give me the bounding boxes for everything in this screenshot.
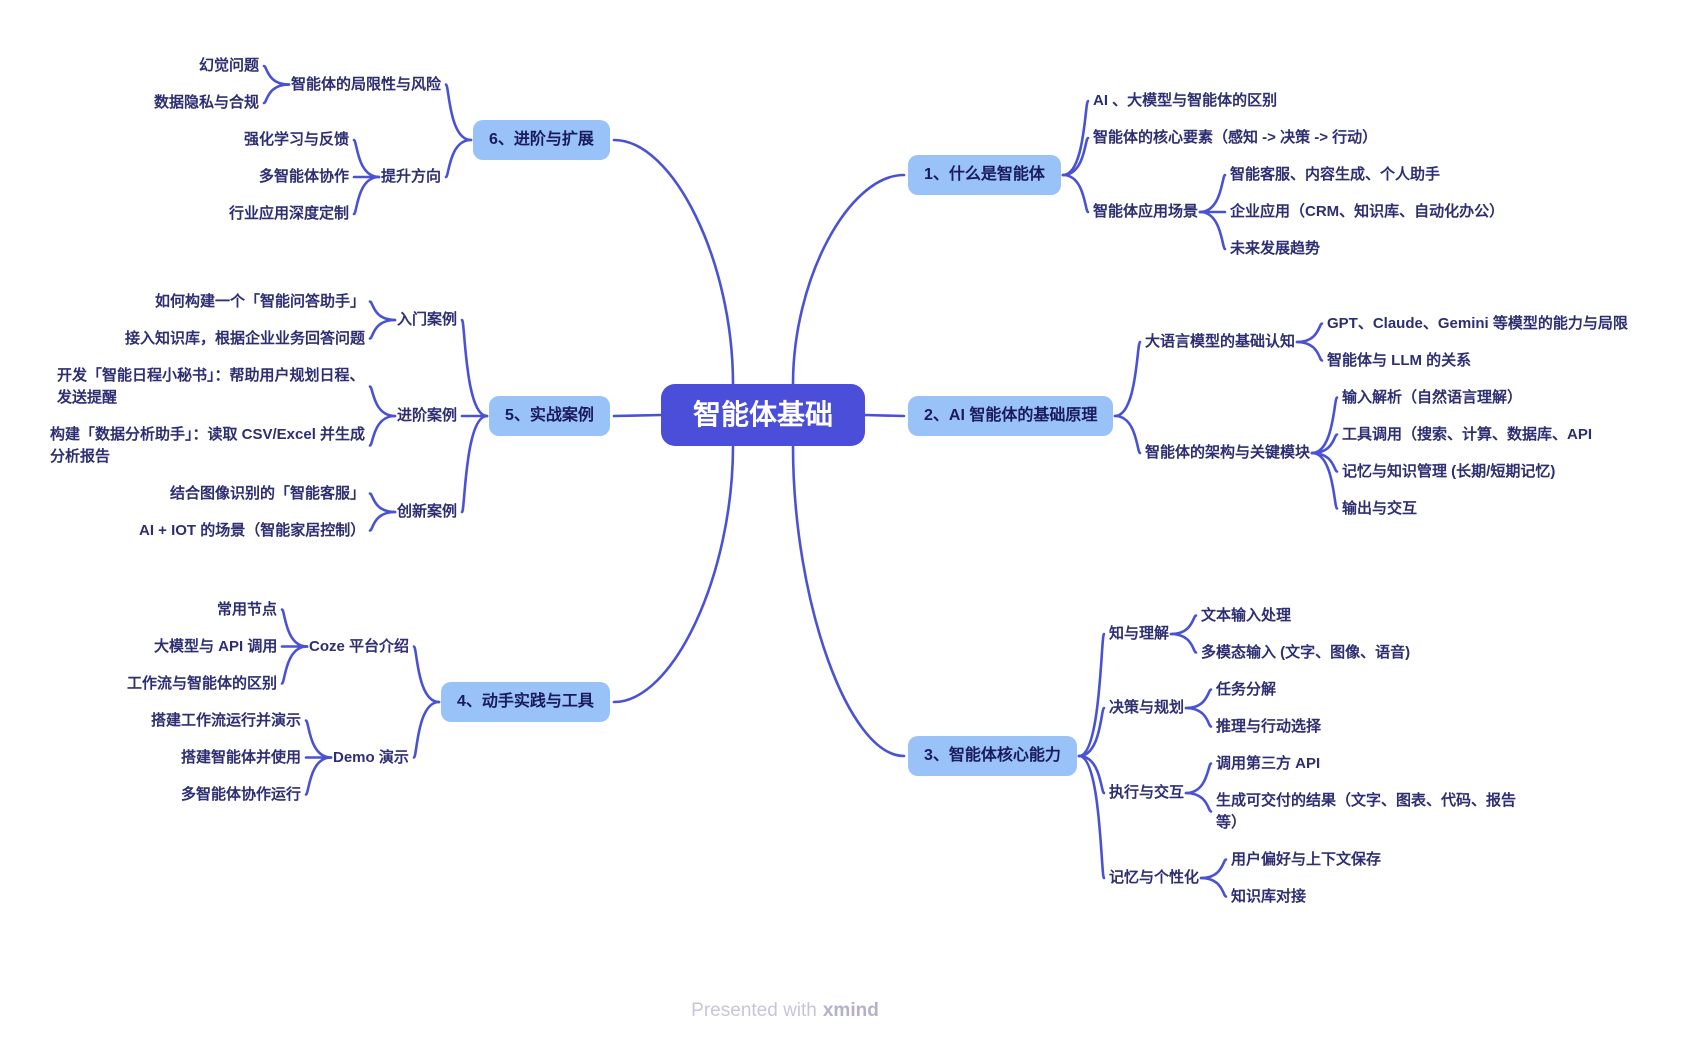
subtopic[interactable]: 多模态输入 (文字、图像、语音) [1201,644,1411,661]
subtopic[interactable]: Demo 演示 [333,749,409,766]
subtopic[interactable]: 任务分解 [1216,681,1277,698]
subtopic[interactable]: 文本输入处理 [1201,607,1292,624]
subtopic[interactable]: 智能体应用场景 [1093,203,1199,220]
subtopic[interactable]: 企业应用（CRM、知识库、自动化办公） [1230,203,1505,220]
central-topic[interactable]: 智能体基础 [661,384,866,446]
subtopic[interactable]: 推理与行动选择 [1216,718,1322,735]
subtopic[interactable]: 未来发展趋势 [1230,240,1321,257]
footer-brand: xmind [822,1000,879,1021]
subtopic[interactable]: 工具调用（搜索、计算、数据库、API [1342,426,1593,443]
subtopic[interactable]: 大模型与 API 调用 [154,638,278,655]
subtopic[interactable]: 记忆与个性化 [1109,869,1200,886]
subtopic[interactable]: 智能体的核心要素（感知 -> 决策 -> 行动） [1093,129,1378,146]
subtopic[interactable]: 幻觉问题 [199,57,260,74]
subtopic[interactable]: 调用第三方 API [1216,755,1321,772]
subtopic[interactable]: 创新案例 [397,503,458,520]
subtopic[interactable]: 开发「智能日程小秘书」：帮助用户规划日程、 发送提醒 [57,367,365,406]
main-topic-2[interactable]: 2、AI 智能体的基础原理 [908,396,1114,436]
subtopic[interactable]: 智能体与 LLM 的关系 [1327,352,1472,369]
subtopic[interactable]: 智能体的架构与关键模块 [1145,444,1311,461]
subtopic[interactable]: 智能体的局限性与风险 [291,76,442,93]
subtopic[interactable]: 用户偏好与上下文保存 [1231,851,1382,868]
main-topic-3[interactable]: 3、智能体核心能力 [908,736,1077,776]
subtopic[interactable]: 常用节点 [217,601,278,618]
main-topic-6[interactable]: 6、进阶与扩展 [473,120,610,160]
subtopic[interactable]: AI 、大模型与智能体的区别 [1093,92,1278,109]
subtopic[interactable]: 知识库对接 [1231,888,1307,905]
subtopic[interactable]: 记忆与知识管理 (长期/短期记忆) [1342,463,1556,480]
subtopic[interactable]: 搭建智能体并使用 [181,749,302,766]
subtopic[interactable]: AI + IOT 的场景（智能家居控制） [139,522,366,539]
subtopic[interactable]: 提升方向 [381,168,442,185]
subtopic[interactable]: 多智能体协作运行 [181,786,302,803]
subtopic[interactable]: 行业应用深度定制 [229,205,350,222]
subtopic[interactable]: 接入知识库，根据企业业务回答问题 [125,330,366,347]
main-topic-1[interactable]: 1、什么是智能体 [908,155,1061,195]
subtopic[interactable]: 生成可交付的结果（文字、图表、代码、报告 等） [1216,792,1517,831]
subtopic[interactable]: 结合图像识别的「智能客服」 [170,485,366,502]
subtopic[interactable]: 输入解析（自然语言理解） [1342,389,1523,406]
subtopic[interactable]: 大语言模型的基础认知 [1145,333,1296,350]
main-topic-4[interactable]: 4、动手实践与工具 [441,682,610,722]
subtopic[interactable]: 输出与交互 [1342,500,1418,517]
subtopic[interactable]: 多智能体协作 [259,168,350,185]
subtopic[interactable]: 执行与交互 [1109,784,1185,801]
subtopic[interactable]: 入门案例 [397,311,458,328]
subtopic[interactable]: 工作流与智能体的区别 [127,675,278,692]
main-topic-5[interactable]: 5、实战案例 [489,396,610,436]
footer-text: Presented with [691,1000,817,1021]
subtopic[interactable]: 智能客服、内容生成、个人助手 [1230,166,1441,183]
subtopic[interactable]: Coze 平台介绍 [309,638,410,655]
subtopic[interactable]: 数据隐私与合规 [154,94,260,111]
subtopic[interactable]: 构建「数据分析助手」：读取 CSV/Excel 并生成 分析报告 [50,426,366,465]
subtopic[interactable]: 搭建工作流运行并演示 [151,712,302,729]
subtopic[interactable]: 如何构建一个「智能问答助手」 [155,293,366,310]
subtopic[interactable]: GPT、Claude、Gemini 等模型的能力与局限 [1327,315,1628,332]
subtopic[interactable]: 强化学习与反馈 [244,131,350,148]
subtopic[interactable]: 决策与规划 [1109,699,1185,716]
subtopic[interactable]: 进阶案例 [397,407,458,424]
subtopic[interactable]: 知与理解 [1109,625,1170,642]
